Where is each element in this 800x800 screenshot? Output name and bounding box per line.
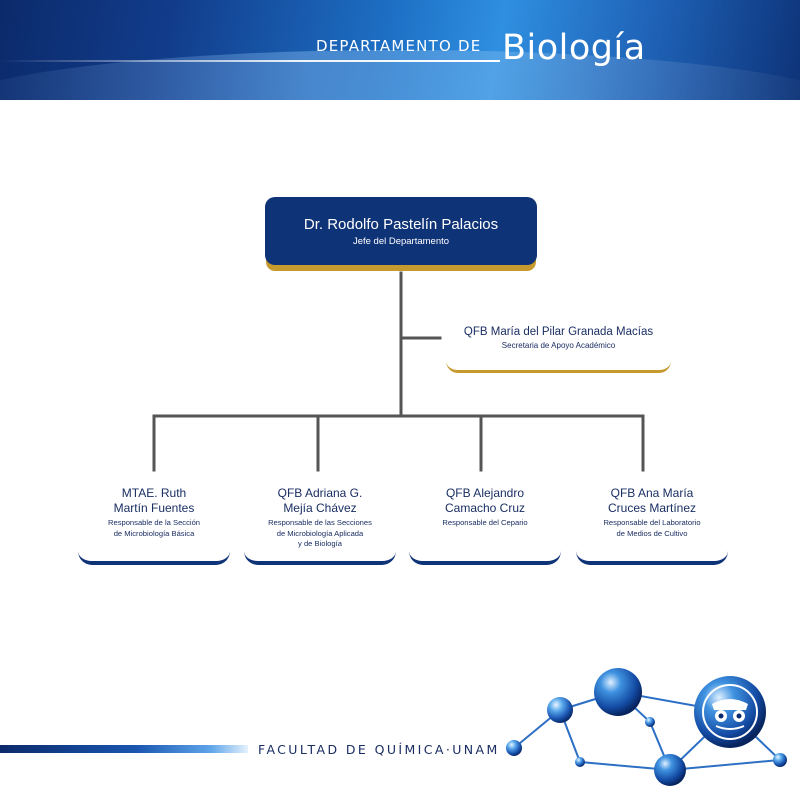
department-head-card: Dr. Rodolfo Pastelín Palacios Jefe del D…: [265, 197, 537, 265]
molecule-sphere: [645, 717, 655, 727]
name-line-1: QFB Alejandro: [445, 486, 525, 500]
role-line-2: de Microbiología Aplicada: [276, 528, 364, 538]
subordinate-role: Responsable del Cepario: [409, 518, 561, 529]
subordinate-name: QFB Alejandro Camacho Cruz: [409, 486, 561, 516]
secretary-role: Secretaria de Apoyo Académico: [501, 341, 616, 350]
molecule-sphere: [773, 753, 787, 767]
name-line-2: Camacho Cruz: [444, 501, 526, 515]
banner-divider-line: [0, 60, 500, 62]
head-name: Dr. Rodolfo Pastelín Palacios: [303, 216, 499, 233]
role-line-2: de Microbiología Básica: [113, 528, 195, 538]
subordinate-role: Responsable del Laboratorio de Medios de…: [576, 518, 728, 539]
subordinate-card-2: QFB Adriana G. Mejía Chávez Responsable …: [244, 486, 396, 565]
name-line-1: MTAE. Ruth: [121, 486, 187, 500]
subordinate-role: Responsable de las Secciones de Microbio…: [244, 518, 396, 550]
unam-owl-logo-icon: [694, 676, 766, 748]
subordinate-role: Responsable de la Sección de Microbiolog…: [78, 518, 230, 539]
role-line-2: de Medios de Cultivo: [616, 528, 688, 538]
molecule-sphere: [575, 757, 585, 767]
role-line-1: Responsable del Cepario: [442, 518, 528, 527]
subordinate-name: MTAE. Ruth Martín Fuentes: [78, 486, 230, 516]
molecule-sphere: [506, 740, 522, 756]
molecule-decoration: [506, 668, 787, 786]
footer-institution-text: FACULTAD DE QUÍMICA·UNAM: [258, 742, 500, 757]
subordinate-card-3: QFB Alejandro Camacho Cruz Responsable d…: [409, 486, 561, 565]
department-name: Biología: [502, 28, 646, 68]
head-role: Jefe del Departamento: [352, 236, 450, 247]
secretary-card: QFB María del Pilar Granada Macías Secre…: [446, 322, 671, 373]
name-line-1: QFB Ana María: [610, 486, 694, 500]
subordinate-card-4: QFB Ana María Cruces Martínez Responsabl…: [576, 486, 728, 565]
name-line-2: Cruces Martínez: [607, 501, 697, 515]
role-line-1: Responsable de las Secciones: [268, 518, 372, 527]
department-label: DEPARTAMENTO DE: [316, 37, 482, 55]
role-line-1: Responsable del Laboratorio: [603, 518, 701, 527]
subordinate-name: QFB Adriana G. Mejía Chávez: [244, 486, 396, 516]
name-line-1: QFB Adriana G.: [277, 486, 363, 500]
header-banner: DEPARTAMENTO DE Biología: [0, 0, 800, 100]
footer-accent-bar: [0, 745, 248, 753]
secretary-name: QFB María del Pilar Granada Macías: [463, 326, 654, 338]
role-line-1: Responsable de la Sección: [107, 518, 201, 527]
subordinate-card-1: MTAE. Ruth Martín Fuentes Responsable de…: [78, 486, 230, 565]
name-line-2: Martín Fuentes: [113, 501, 195, 515]
role-line-3: y de Biología: [298, 539, 342, 548]
molecule-sphere: [594, 668, 642, 716]
molecule-sphere: [547, 697, 573, 723]
subordinate-name: QFB Ana María Cruces Martínez: [576, 486, 728, 516]
molecule-sphere: [654, 754, 686, 786]
name-line-2: Mejía Chávez: [283, 501, 357, 515]
